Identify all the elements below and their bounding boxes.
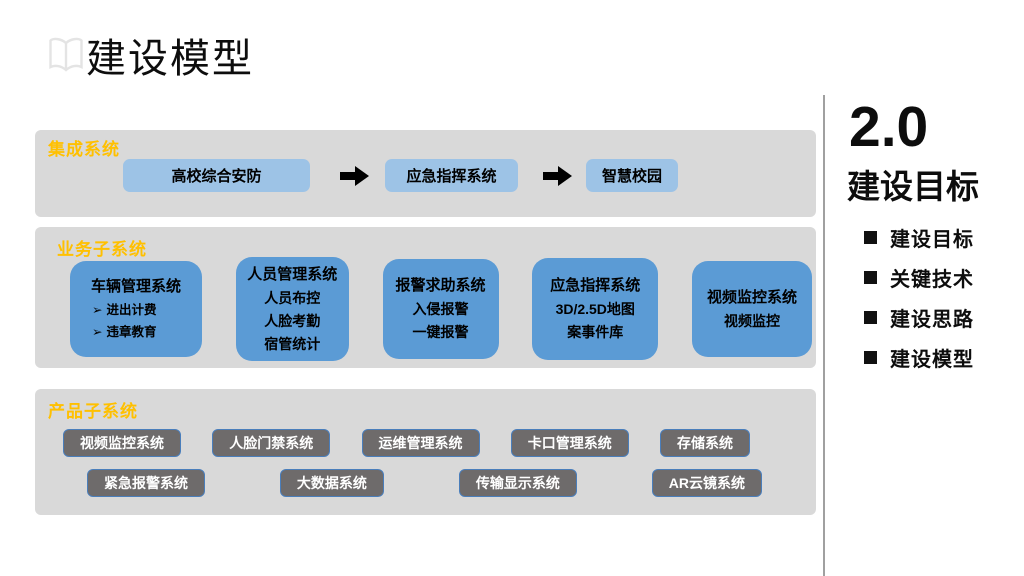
section-product-label: 产品子系统	[48, 402, 138, 421]
arrowhead-bullet-icon: ➢	[92, 303, 103, 317]
card-item: 人员布控	[264, 289, 321, 306]
card-item: 一键报警	[412, 324, 469, 340]
section-product-subsystems: 产品子系统 视频监控系统 人脸门禁系统 运维管理系统 卡口管理系统 存储系统 紧…	[35, 389, 816, 515]
open-book-icon	[46, 34, 86, 81]
square-bullet-icon	[864, 310, 877, 324]
card-vehicle-management: 车辆管理系统 ➢进出计费 ➢违章教育	[70, 261, 202, 357]
product-btn-checkpoint: 卡口管理系统	[510, 429, 629, 457]
card-item: 入侵报警	[412, 301, 469, 317]
right-arrow-icon	[543, 165, 572, 186]
square-bullet-icon	[864, 270, 877, 284]
card-bullet-item: ➢违章教育	[92, 325, 157, 339]
card-title: 报警求助系统	[395, 277, 486, 294]
flow-box-smart-campus: 智慧校园	[586, 159, 678, 192]
square-bullet-icon	[864, 230, 877, 244]
agenda-menu: 建设目标 关键技术 建设思路 建设模型	[864, 224, 974, 384]
agenda-item-goals: 建设目标	[864, 224, 974, 251]
card-alarm-assistance: 报警求助系统 入侵报警 一键报警	[382, 259, 499, 359]
product-row-1: 视频监控系统 人脸门禁系统 运维管理系统 卡口管理系统 存储系统	[63, 429, 750, 457]
flow-box-campus-security: 高校综合安防	[123, 159, 310, 192]
product-btn-video-surveillance: 视频监控系统	[63, 429, 181, 457]
vertical-divider	[823, 95, 825, 576]
arrowhead-bullet-icon: ➢	[92, 325, 103, 339]
agenda-item-model: 建设模型	[864, 344, 974, 371]
product-btn-big-data: 大数据系统	[279, 469, 384, 497]
section-business-subsystems: 业务子系统 车辆管理系统 ➢进出计费 ➢违章教育 人员管理系统 人员布控 人脸考…	[35, 227, 816, 368]
product-btn-transmission-display: 传输显示系统	[458, 469, 577, 497]
product-btn-storage: 存储系统	[660, 429, 750, 457]
card-item: 人脸考勤	[264, 312, 321, 329]
card-title: 应急指挥系统	[550, 277, 641, 294]
product-btn-ops-management: 运维管理系统	[361, 429, 480, 457]
panel-heading: 建设目标	[847, 168, 979, 205]
square-bullet-icon	[864, 350, 877, 364]
product-btn-ar-cloud-mirror: AR云镜系统	[651, 469, 762, 497]
section-number: 2.0	[849, 95, 929, 159]
card-item: 3D/2.5D地图	[555, 301, 635, 317]
product-btn-face-access: 人脸门禁系统	[212, 429, 331, 457]
card-bullet-item: ➢进出计费	[92, 303, 157, 317]
business-cards: 车辆管理系统 ➢进出计费 ➢违章教育 人员管理系统 人员布控 人脸考勤 宿管统计…	[70, 257, 812, 361]
card-title: 车辆管理系统	[90, 278, 181, 295]
integration-flow: 高校综合安防 应急指挥系统 智慧校园	[123, 159, 678, 192]
agenda-item-approach: 建设思路	[864, 304, 974, 331]
product-btn-emergency-alarm: 紧急报警系统	[87, 469, 205, 497]
right-arrow-icon	[340, 165, 369, 186]
section-integrated-systems: 集成系统 高校综合安防 应急指挥系统 智慧校园	[35, 130, 816, 217]
card-personnel-management: 人员管理系统 人员布控 人脸考勤 宿管统计	[235, 257, 349, 361]
card-title: 视频监控系统	[706, 288, 797, 306]
card-video-surveillance: 视频监控系统 视频监控	[692, 261, 812, 357]
agenda-item-key-tech: 关键技术	[864, 264, 974, 291]
card-item: 宿管统计	[264, 335, 321, 352]
card-emergency-command: 应急指挥系统 3D/2.5D地图 案事件库	[532, 258, 659, 360]
product-row-2: 紧急报警系统 大数据系统 传输显示系统 AR云镜系统	[87, 469, 762, 497]
page-title: 建设模型	[86, 37, 254, 81]
section-integrated-label: 集成系统	[48, 140, 120, 159]
card-item: 视频监控	[724, 312, 780, 329]
card-item: 案事件库	[567, 324, 624, 340]
section-business-label: 业务子系统	[57, 240, 147, 259]
flow-box-emergency-command: 应急指挥系统	[385, 159, 518, 192]
card-title: 人员管理系统	[247, 265, 338, 283]
